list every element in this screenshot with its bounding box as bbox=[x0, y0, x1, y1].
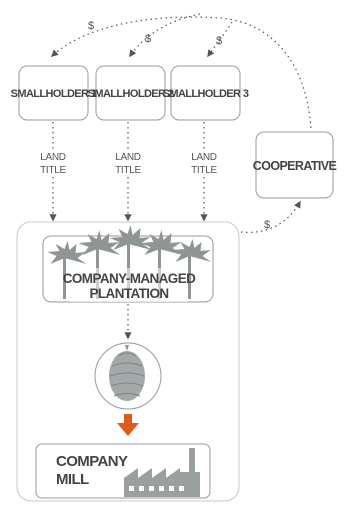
land-title-2-line1: LAND bbox=[115, 152, 141, 163]
payment-to-cooperative bbox=[240, 200, 301, 233]
payment-arc bbox=[50, 16, 312, 129]
plantation-label-line2: PLANTATION bbox=[90, 286, 169, 301]
smallholder-1-box bbox=[18, 65, 89, 121]
land-title-3-line2: TITLE bbox=[191, 165, 217, 176]
land-title-1-line1: LAND bbox=[40, 152, 66, 163]
mill-label-line1: COMPANY bbox=[56, 453, 128, 470]
payment-branch-2 bbox=[129, 13, 201, 58]
payment-dollar-1: $ bbox=[88, 20, 94, 32]
smallholder-2-box bbox=[95, 65, 166, 121]
smallholder-1-label: SMALLHOLDER 1 bbox=[11, 88, 97, 100]
land-title-2-line2: TITLE bbox=[115, 165, 141, 176]
payment-dollar-3: $ bbox=[216, 35, 222, 47]
payment-dollar-4: $ bbox=[264, 219, 270, 231]
factory-icon bbox=[124, 448, 200, 497]
plantation-label-line1: COMPANY-MANAGED bbox=[63, 271, 196, 286]
smallholder-2-label: SMALLHOLDER 2 bbox=[88, 88, 174, 100]
cooperative-box bbox=[255, 131, 334, 199]
mill-label-line2: MILL bbox=[56, 471, 89, 488]
land-title-1-line2: TITLE bbox=[40, 165, 66, 176]
land-title-3-line1: LAND bbox=[191, 152, 217, 163]
payment-dollar-2: $ bbox=[145, 33, 151, 45]
smallholder-3-label: SMALLHOLDER 3 bbox=[163, 88, 249, 100]
smallholder-3-box bbox=[170, 65, 241, 121]
cooperative-label: COOPERATIVE bbox=[253, 159, 337, 173]
orange-down-arrow bbox=[117, 414, 139, 436]
palm-fruit-bunch-icon bbox=[109, 345, 145, 401]
